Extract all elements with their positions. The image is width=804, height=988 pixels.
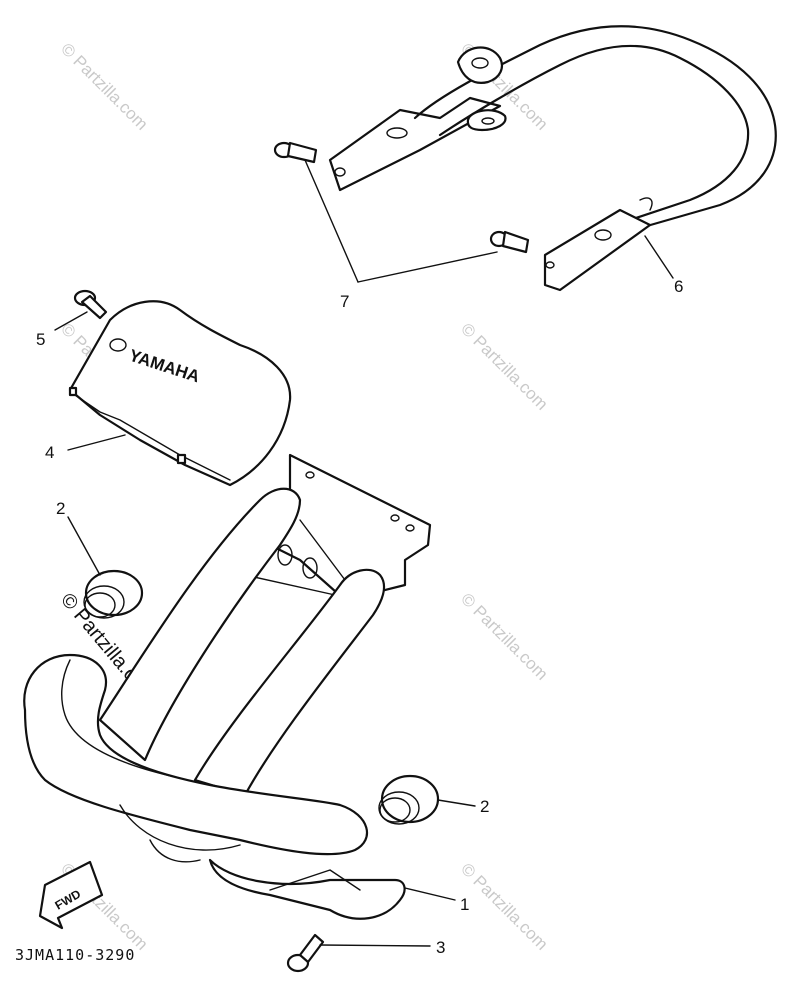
leader-lines	[54, 159, 674, 947]
callout-3: 3	[436, 938, 445, 957]
callouts: 1 2 2 3 4 5 6 7	[36, 277, 683, 957]
callout-5: 5	[36, 330, 45, 349]
front-guard	[23, 453, 432, 920]
part-code: 3JMA110-3290	[15, 946, 135, 964]
grommet-right	[378, 774, 440, 825]
watermark: © Partzilla.com	[457, 859, 551, 953]
callout-6: 6	[674, 277, 683, 296]
rear-grab-bar	[328, 25, 777, 292]
bolt-upper	[273, 141, 318, 164]
callout-4: 4	[45, 443, 54, 462]
emblem-cover: YAMAHA	[68, 300, 292, 487]
callout-2-right: 2	[480, 797, 489, 816]
bolt-lower	[489, 230, 530, 254]
callout-7: 7	[340, 292, 349, 311]
grommet-left	[83, 569, 144, 619]
callout-2-top: 2	[56, 499, 65, 518]
bolt-bottom	[286, 933, 325, 973]
callout-1: 1	[460, 895, 469, 914]
screw	[73, 289, 108, 320]
watermark: © Partzilla.com	[57, 39, 151, 133]
forward-arrow: FWD	[38, 860, 104, 930]
watermark: © Partzilla.com	[457, 589, 551, 683]
watermark: © Partzilla.com	[457, 319, 551, 413]
